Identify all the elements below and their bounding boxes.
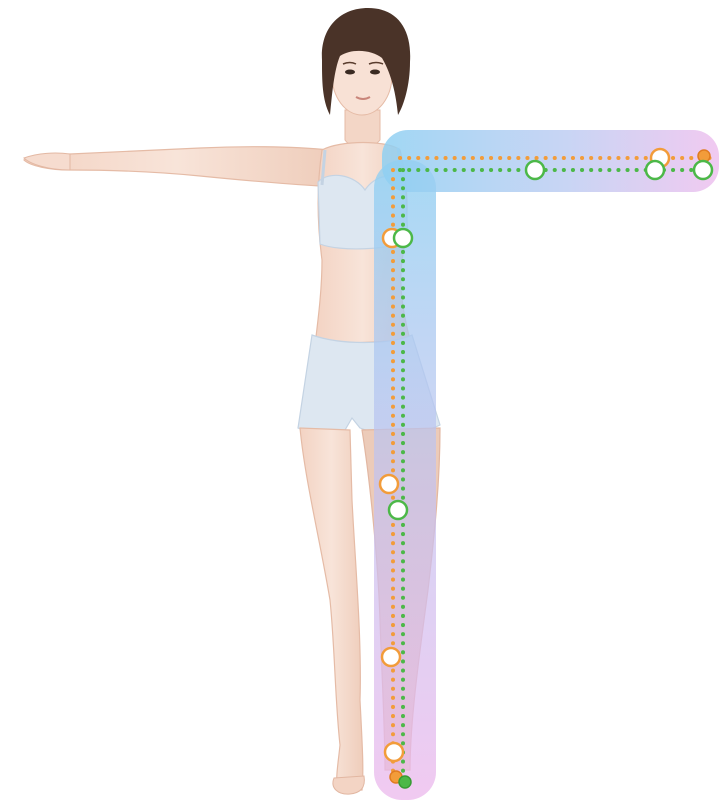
marker-ankle-orange <box>385 743 403 761</box>
marker-knee-orange <box>380 475 398 493</box>
neck <box>345 110 380 148</box>
marker-knee-green <box>389 501 407 519</box>
left-leg <box>300 428 363 790</box>
right-eye <box>370 70 380 75</box>
marker-fingertip-green <box>694 161 712 179</box>
hand <box>24 153 70 170</box>
marker-wrist-green <box>646 161 664 179</box>
left-eye <box>345 70 355 75</box>
marker-foot-green <box>399 776 411 788</box>
marker-shoulder <box>526 161 544 179</box>
marker-shin-orange <box>382 648 400 666</box>
foot <box>333 776 364 794</box>
pose-overlay <box>374 130 719 800</box>
marker-hip-green <box>394 229 412 247</box>
